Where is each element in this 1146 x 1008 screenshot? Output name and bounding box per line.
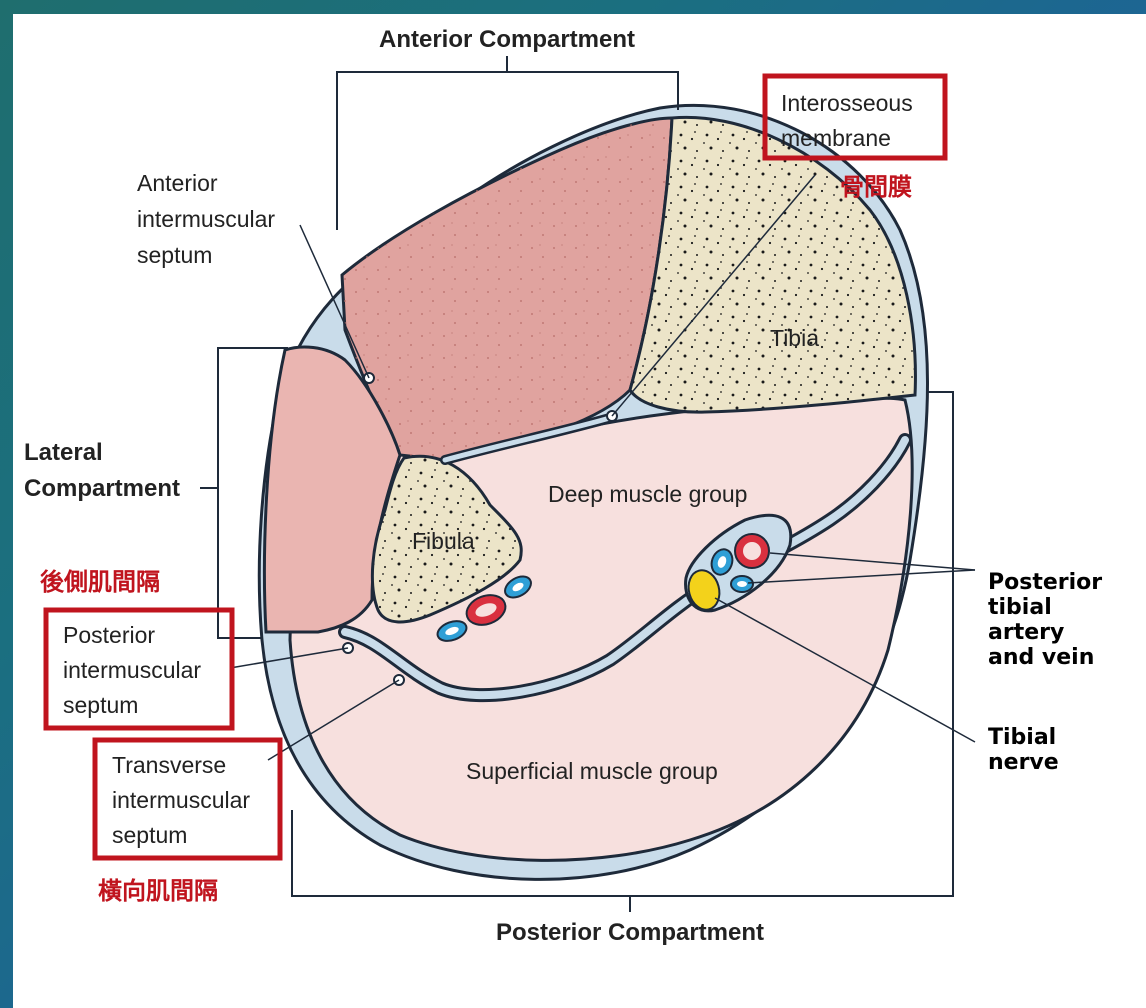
posterior-tibial-label-2: tibial	[988, 595, 1052, 620]
anterior-septum-label-3: septum	[137, 242, 212, 268]
tibia-bone	[630, 117, 915, 412]
tibial-nerve-label-2: nerve	[988, 750, 1059, 775]
posterior-tibial-label-4: and vein	[988, 645, 1094, 670]
anterior-compartment-label: Anterior Compartment	[379, 26, 635, 53]
anterior-septum-label-1: Anterior	[137, 170, 218, 196]
transverse-septum-label-cn: 橫向肌間隔	[98, 877, 218, 905]
transverse-septum-label-3: septum	[112, 822, 187, 848]
lateral-compartment-label-line1: Lateral	[24, 439, 103, 466]
tibia-label: Tibia	[770, 325, 819, 351]
posterior-septum-label-2: intermuscular	[63, 657, 201, 683]
posterior-tibial-label-1: Posterior	[988, 570, 1102, 595]
posterior-septum-label-cn: 後側肌間隔	[40, 568, 160, 596]
lateral-compartment-label-line2: Compartment	[24, 475, 180, 502]
interosseous-label-2: membrane	[781, 125, 891, 151]
interosseous-label-cn: 骨間膜	[840, 173, 912, 201]
posterior-septum-label-3: septum	[63, 692, 138, 718]
posterior-septum-label-1: Posterior	[63, 622, 155, 648]
deep-muscle-group-label: Deep muscle group	[548, 481, 747, 507]
interosseous-label-1: Interosseous	[781, 90, 913, 116]
transverse-septum-label-1: Transverse	[112, 752, 226, 778]
transverse-septum-label-2: intermuscular	[112, 787, 250, 813]
tibial-nerve-label-1: Tibial	[988, 725, 1056, 750]
fibula-label: Fibula	[412, 528, 475, 554]
anterior-septum-label-2: intermuscular	[137, 206, 275, 232]
posterior-compartment-label: Posterior Compartment	[496, 919, 764, 946]
posterior-tibial-label-3: artery	[988, 620, 1064, 645]
superficial-muscle-group-label: Superficial muscle group	[466, 758, 718, 784]
